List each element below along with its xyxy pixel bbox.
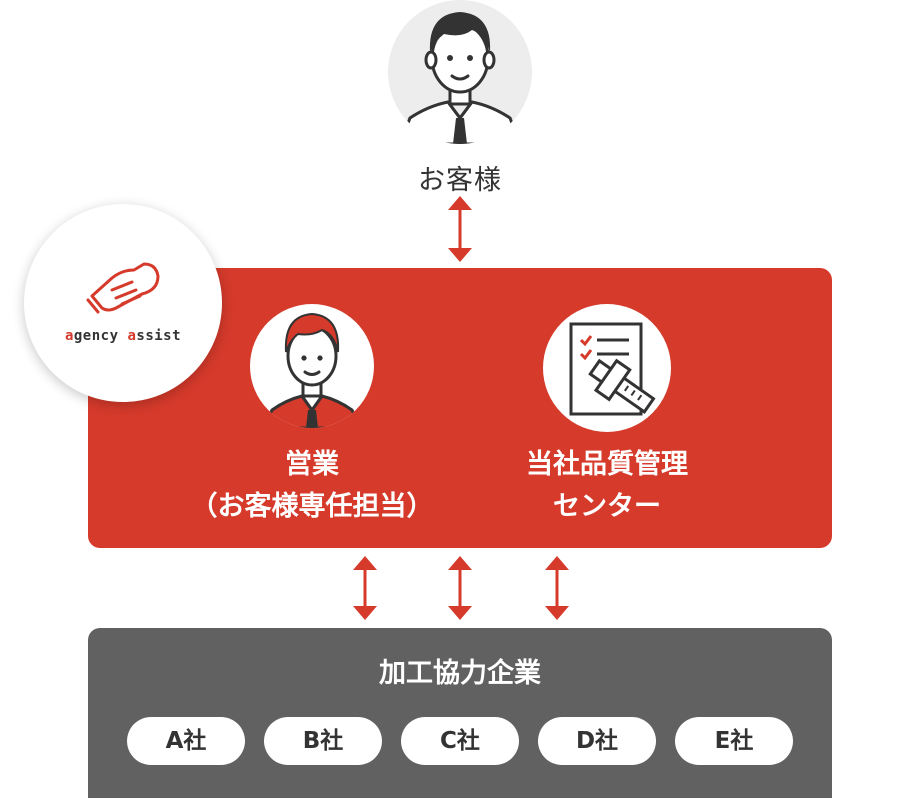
logo-wordmark: agency assist [64, 328, 182, 344]
sales-label: 営業 （お客様専任担当） [150, 444, 474, 528]
sales-label-line1: 営業 [285, 449, 339, 480]
arrow-agency-partners-center [448, 556, 472, 620]
quality-center-avatar [543, 304, 671, 432]
handshake-hand-icon [86, 262, 160, 314]
agency-assist-logo [24, 204, 222, 402]
company-pill-d: D社 [538, 717, 656, 765]
company-pill-e: E社 [675, 717, 793, 765]
customer-avatar [388, 0, 532, 144]
quality-label-line1: 当社品質管理 [526, 449, 688, 480]
sales-person-icon [262, 312, 362, 428]
company-pill-b: B社 [264, 717, 382, 765]
customer-label: お客様 [418, 165, 502, 196]
arrow-agency-partners-left [353, 556, 377, 620]
quality-label-line2: センター [553, 491, 661, 522]
quality-center-label: 当社品質管理 センター [470, 444, 744, 528]
partner-companies-title: 加工協力企業 [379, 658, 541, 689]
company-pill-a: A社 [127, 717, 245, 765]
sales-avatar [250, 304, 374, 428]
partner-companies-box [88, 628, 832, 798]
sales-label-line2: （お客様専任担当） [190, 491, 434, 522]
arrow-agency-partners-right [545, 556, 569, 620]
checklist-caliper-icon [569, 322, 656, 416]
company-pill-c: C社 [401, 717, 519, 765]
businessman-icon [398, 12, 522, 144]
arrow-customer-agency [448, 196, 472, 262]
